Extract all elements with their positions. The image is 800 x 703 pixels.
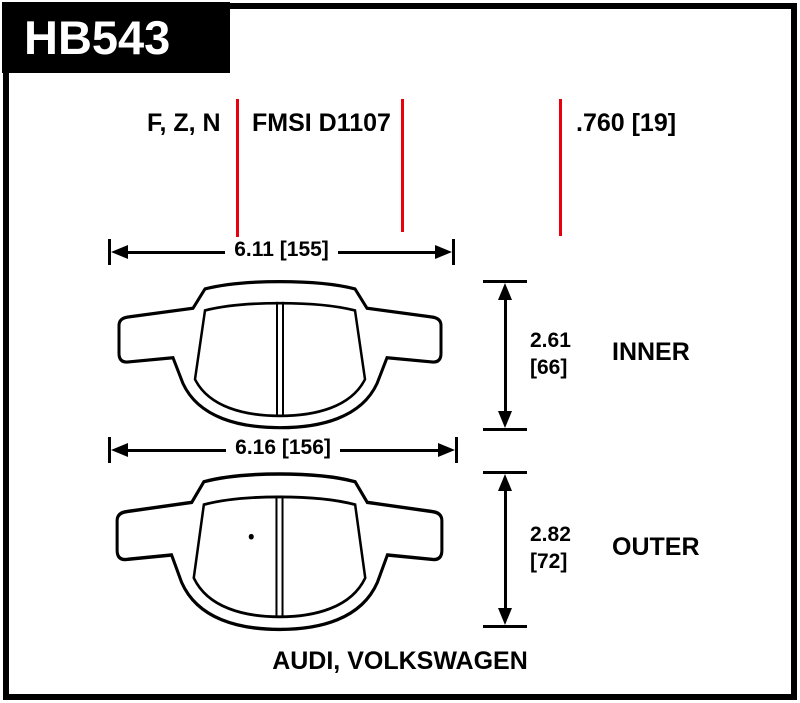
- arrow-down-icon: [498, 411, 512, 428]
- height-value-outer: 2.82: [530, 523, 571, 546]
- arrow-left-icon: [111, 443, 128, 457]
- dimension-line: [503, 300, 507, 411]
- width-dimension-text-inner: 6.11 [155]: [234, 238, 329, 261]
- height-dimension-text-outer: 2.82 [72]: [530, 521, 571, 575]
- punch-mark-dot: [248, 533, 254, 540]
- brake-pad-outer-drawing: [115, 472, 444, 632]
- pad-label-outer: OUTER: [612, 533, 700, 561]
- fmsi-number: FMSI D1107: [252, 109, 391, 137]
- height-dimension-outer: [483, 471, 527, 628]
- arrow-left-icon: [111, 245, 128, 259]
- height-dimension-inner: [483, 280, 527, 431]
- arrow-right-icon: [438, 443, 456, 457]
- height-bracket-inner: [66]: [530, 356, 568, 379]
- dimension-line: [503, 491, 507, 608]
- arrow-up-icon: [498, 474, 512, 491]
- dimension-line: [128, 250, 226, 254]
- dimension-tick: [108, 437, 111, 463]
- dimension-line: [337, 250, 436, 254]
- dimension-tick: [483, 428, 527, 431]
- red-divider-line: [236, 99, 239, 237]
- dimension-tick: [483, 471, 527, 474]
- arrow-down-icon: [498, 608, 512, 625]
- height-dimension-text-inner: 2.61 [66]: [530, 327, 571, 381]
- pad-thickness: .760 [19]: [576, 109, 677, 137]
- red-divider-line: [559, 99, 562, 236]
- pad-label-inner: INNER: [612, 338, 690, 366]
- dimension-tick: [452, 239, 456, 265]
- pad-outline: [117, 280, 443, 430]
- dimension-line: [339, 448, 439, 452]
- compound-codes: F, Z, N: [147, 109, 221, 137]
- arrow-right-icon: [435, 245, 453, 259]
- height-bracket-outer: [72]: [530, 550, 568, 573]
- pad-outline: [115, 472, 444, 632]
- friction-material-outline: [192, 495, 367, 619]
- arrow-up-icon: [498, 283, 512, 300]
- dimension-tick: [483, 625, 527, 628]
- dimension-tick: [483, 280, 527, 283]
- brake-pad-inner-drawing: [117, 280, 443, 430]
- width-dimension-inner: 6.11 [155]: [108, 238, 456, 265]
- width-dimension-outer: 6.16 [156]: [108, 436, 459, 463]
- vehicle-applications: AUDI, VOLKSWAGEN: [272, 647, 528, 675]
- height-value-inner: 2.61: [530, 329, 571, 352]
- part-number: HB543: [24, 11, 171, 64]
- dimension-tick: [455, 437, 459, 463]
- friction-material-outline: [193, 301, 367, 418]
- red-divider-line: [401, 99, 404, 232]
- width-dimension-text-outer: 6.16 [156]: [235, 436, 331, 459]
- part-number-banner: HB543: [2, 2, 230, 73]
- dimension-line: [128, 448, 227, 452]
- dimension-tick: [108, 239, 111, 265]
